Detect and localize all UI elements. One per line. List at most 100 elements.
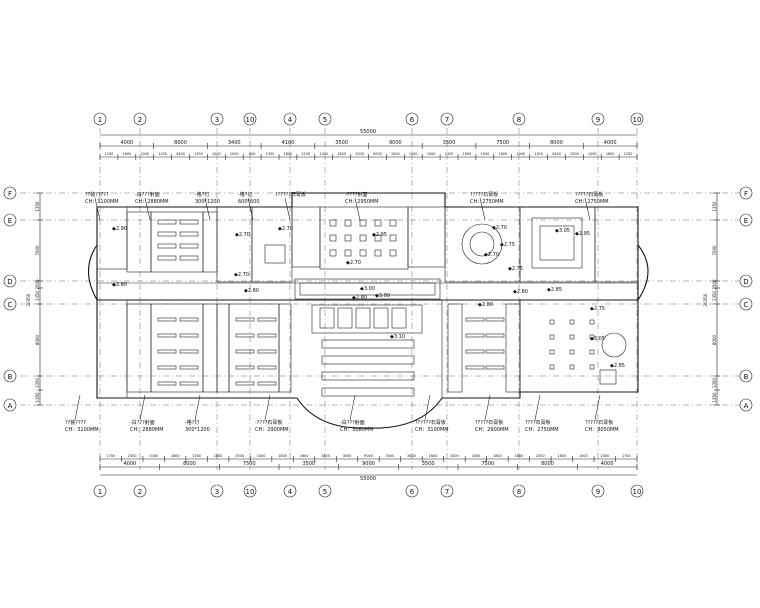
dimension-label: 1000	[355, 152, 364, 156]
leader-line	[204, 197, 211, 221]
room	[319, 206, 409, 270]
elevation-mark: ◆2.70	[484, 252, 499, 258]
room	[531, 217, 583, 269]
light-fixture	[589, 334, 595, 340]
dimension-label: 4100	[282, 140, 295, 146]
axis-label: E	[8, 217, 12, 225]
light-fixture	[549, 334, 555, 340]
light-fixture	[257, 381, 277, 386]
axis-bubble	[318, 484, 332, 498]
light-fixture	[157, 349, 177, 354]
light-fixture	[235, 333, 255, 338]
callout-labels: ??装?????CH：3100MM-白???射面CH：2880MM-格?灯300…	[65, 191, 619, 433]
leader-line	[139, 394, 146, 421]
round-ceiling	[469, 231, 495, 257]
lighting-strip	[126, 211, 152, 273]
elevation-mark: ◆2.85	[547, 287, 562, 293]
axis-label: 10	[246, 116, 255, 124]
axis-label: 9	[596, 116, 600, 124]
axis-bubble	[440, 112, 454, 126]
dimension-label: 1000	[140, 152, 149, 156]
leader-line	[144, 197, 151, 221]
stair	[264, 244, 286, 264]
seating-row	[321, 355, 415, 365]
dimension-label: 8000	[541, 461, 554, 467]
light-fixture	[157, 243, 177, 249]
callout-height: CH：2750MM	[575, 199, 609, 205]
axis-label: 10	[633, 488, 642, 496]
elevation-mark: ◆2.75	[590, 306, 605, 312]
dimension-label: 1000	[230, 152, 239, 156]
dimension-label: 1000	[450, 454, 459, 458]
axis-bubble	[283, 112, 297, 126]
dimension-label: 1350	[534, 152, 543, 156]
dimension-label: 1800	[171, 454, 180, 458]
room	[150, 211, 204, 273]
axis-bubble	[739, 186, 753, 200]
dimension-total: 55000	[360, 476, 376, 482]
room-ceilings	[96, 206, 639, 399]
light-fixture	[337, 307, 353, 329]
dimension-label: 9000	[364, 454, 373, 458]
light-fixture	[179, 317, 199, 322]
elevation-mark: ◆2.80	[478, 302, 493, 308]
axis-label: A	[8, 402, 13, 410]
light-fixture	[329, 249, 337, 257]
light-fixture	[157, 333, 177, 338]
dimension-label: 600	[249, 152, 255, 156]
axis-label: F	[744, 190, 748, 198]
light-fixture	[179, 349, 199, 354]
dimension-label: 1350	[35, 290, 40, 301]
leader-line	[424, 394, 431, 421]
callout-text: -格?灯	[238, 191, 252, 198]
seating-row	[321, 387, 415, 397]
elevation-mark: ◆3.05	[555, 228, 570, 234]
light-fixture	[257, 333, 277, 338]
room	[519, 299, 639, 393]
room	[96, 299, 128, 399]
leader-line	[349, 394, 356, 421]
leader-line	[534, 394, 541, 421]
callout-height: CH：3050MM	[585, 427, 619, 433]
light-fixture	[373, 307, 389, 329]
leader-line	[264, 394, 271, 421]
dimension-label: 8000	[183, 461, 196, 467]
axis-label: 8	[517, 116, 521, 124]
dimension-label: 8000	[35, 334, 40, 345]
callout-height: CH：3100MM	[85, 199, 119, 205]
elevation-mark: ◆2.95	[372, 232, 387, 238]
stair	[291, 206, 321, 268]
light-fixture	[329, 219, 337, 227]
room	[299, 282, 436, 296]
dimension-label: 2300	[536, 454, 545, 458]
dimension-label: 1000	[579, 454, 588, 458]
dimension-label: 3400	[228, 140, 241, 146]
dimension-label: 4000	[123, 461, 136, 467]
light-fixture	[344, 249, 352, 257]
light-fixture	[391, 307, 407, 329]
axis-bubble	[739, 369, 753, 383]
lighting-strip	[202, 211, 218, 273]
room	[228, 303, 280, 393]
leader-line	[94, 197, 101, 221]
axis-bubble	[591, 484, 605, 498]
axis-label: 4	[288, 116, 293, 124]
axis-bubble	[243, 484, 257, 498]
callout-height: 300*1200	[185, 427, 210, 433]
light-fixture	[465, 333, 485, 338]
callout-height: CH：2880MM	[135, 199, 169, 205]
light-fixture	[374, 249, 382, 257]
dimension-label: 1000	[588, 152, 597, 156]
dimension-label: 3500	[422, 461, 435, 467]
axis-label: 7	[445, 488, 449, 496]
light-fixture	[257, 317, 277, 322]
callout-text: ?????石膏板	[470, 191, 498, 198]
light-fixture	[389, 234, 397, 242]
elevation-mark: ◆2.80	[112, 282, 127, 288]
callout-height: CH：2950MM	[345, 199, 379, 205]
light-fixture	[589, 319, 595, 325]
room	[251, 206, 293, 283]
light-fixture	[549, 349, 555, 355]
light-fixture	[485, 349, 505, 354]
dimension-label: 1800	[472, 454, 481, 458]
